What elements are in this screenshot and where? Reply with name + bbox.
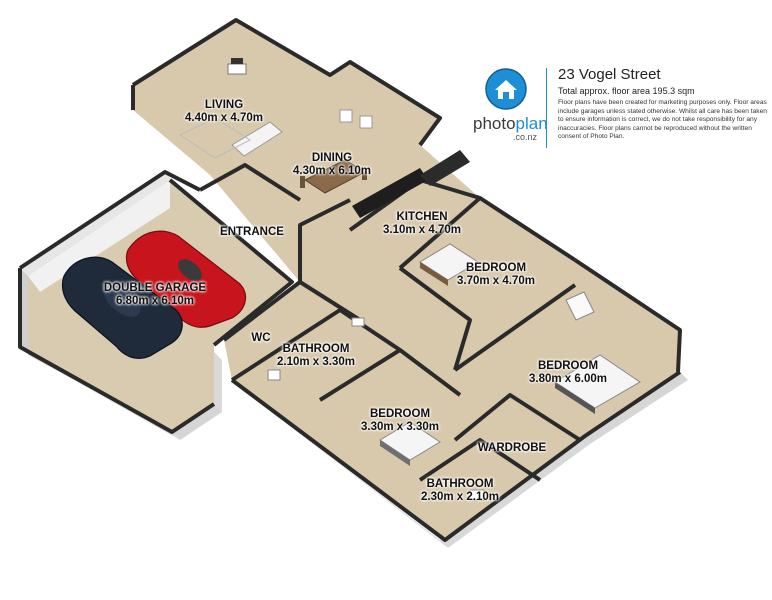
living-furniture <box>178 58 373 159</box>
room-name: DOUBLE GARAGE <box>103 282 207 294</box>
brand-name: photoplan <box>473 114 548 134</box>
room-size: 2.30m x 2.10m <box>420 491 499 503</box>
room-name: BEDROOM <box>465 262 527 274</box>
room-label-wc: WC <box>244 332 278 345</box>
room-name: BATHROOM <box>426 478 494 490</box>
bedroom1-bed <box>419 243 479 286</box>
disclaimer: Floor plans have been created for market… <box>558 99 767 141</box>
room-size: 4.40m x 4.70m <box>184 112 263 124</box>
bedroom2-bed <box>554 291 641 414</box>
house-icon <box>485 68 527 110</box>
room-label-entrance: ENTRANCE <box>212 226 292 239</box>
room-name: BEDROOM <box>369 408 431 420</box>
room-size: 2.10m x 3.30m <box>276 356 355 368</box>
room-size: 3.10m x 4.70m <box>382 224 461 236</box>
room-name: BEDROOM <box>537 360 599 372</box>
room-label-bathroom-1: BATHROOM 2.10m x 3.30m <box>270 343 362 369</box>
car-red <box>125 230 247 328</box>
room-size: 6.80m x 6.10m <box>115 295 194 307</box>
kitchen-bench <box>352 150 470 218</box>
room-label-bedroom-3: BEDROOM 3.30m x 3.30m <box>354 408 446 434</box>
bathroom-fixtures <box>267 317 485 501</box>
room-name: KITCHEN <box>396 211 448 223</box>
room-size: 3.30m x 3.30m <box>360 421 439 433</box>
room-name: WARDROBE <box>477 442 547 454</box>
brand-name-part1: photo <box>473 114 516 133</box>
room-label-dining: DINING 4.30m x 6.10m <box>286 152 378 178</box>
bedroom3-bed <box>379 421 441 466</box>
room-size: 4.30m x 6.10m <box>292 165 371 177</box>
room-size: 3.80m x 6.00m <box>528 373 607 385</box>
brand-divider <box>546 68 547 148</box>
address-title: 23 Vogel Street <box>558 66 661 83</box>
house-floor <box>133 20 680 540</box>
car-dark <box>61 256 183 359</box>
floor-area: Total approx. floor area 195.3 sqm <box>558 86 695 96</box>
room-name: BATHROOM <box>282 343 350 355</box>
brand-block: photoplan .co.nz 23 Vogel Street Total a… <box>473 62 772 172</box>
room-label-bedroom-1: BEDROOM 3.70m x 4.70m <box>450 262 542 288</box>
room-name: ENTRANCE <box>220 226 284 238</box>
room-label-living: LIVING 4.40m x 4.70m <box>178 99 270 125</box>
interior-walls <box>18 18 682 542</box>
room-label-kitchen: KITCHEN 3.10m x 4.70m <box>376 211 468 237</box>
room-label-wardrobe: WARDROBE <box>472 442 552 455</box>
room-label-garage: DOUBLE GARAGE 6.80m x 6.10m <box>100 282 210 308</box>
room-label-bedroom-2: BEDROOM 3.80m x 6.00m <box>522 360 614 386</box>
brand-domain: .co.nz <box>513 132 538 142</box>
dining-table <box>300 159 367 194</box>
room-name: DINING <box>311 152 353 164</box>
room-label-bathroom-2: BATHROOM 2.30m x 2.10m <box>414 478 506 504</box>
room-name: WC <box>251 332 271 344</box>
brand-name-part2: plan <box>515 114 548 133</box>
room-size: 3.70m x 4.70m <box>456 275 535 287</box>
room-name: LIVING <box>204 99 244 111</box>
